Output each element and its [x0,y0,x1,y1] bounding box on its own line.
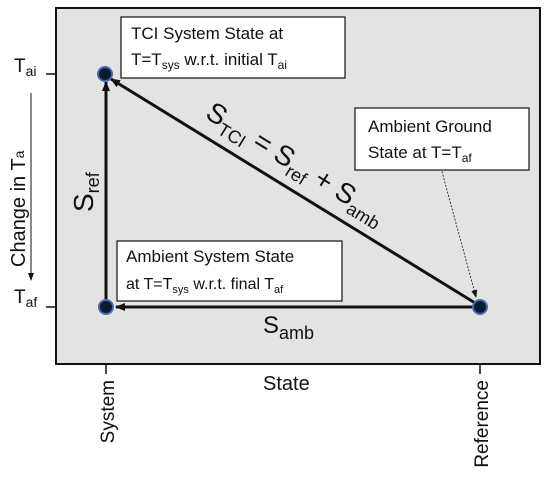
node-tci-system [97,66,113,82]
s-amb-label: Samb [263,312,314,343]
x-axis-title: State [263,373,310,395]
node-ambient-ground [472,299,488,315]
ground-box-line1: Ambient Ground [368,117,492,136]
ambient-box-line2: at T=Tsys w.r.t. final Taf [126,276,284,296]
ground-box-line2: State at T=Taf [368,143,472,165]
tci-box-line2: T=Tsys w.r.t. initial Tai [131,50,287,72]
tci-box-line1: TCI System State at [131,24,283,43]
y-tick-label-top: Tai [14,56,37,79]
x-tick-label-system: System [98,380,119,443]
node-ambient-system [98,299,114,315]
x-tick-label-reference: Reference [472,380,493,468]
arrow-s-tci [110,77,481,308]
ambient-box-line1: Ambient System State [126,247,294,266]
y-tick-label-bottom: Taf [14,287,37,310]
y-axis-title: Change in Ta [8,150,30,267]
ambient-system-box [116,240,343,302]
tci-state-box [120,16,346,79]
ambient-ground-box [354,107,530,171]
s-ref-label: Sref [68,171,103,212]
ground-pointer [440,167,478,298]
